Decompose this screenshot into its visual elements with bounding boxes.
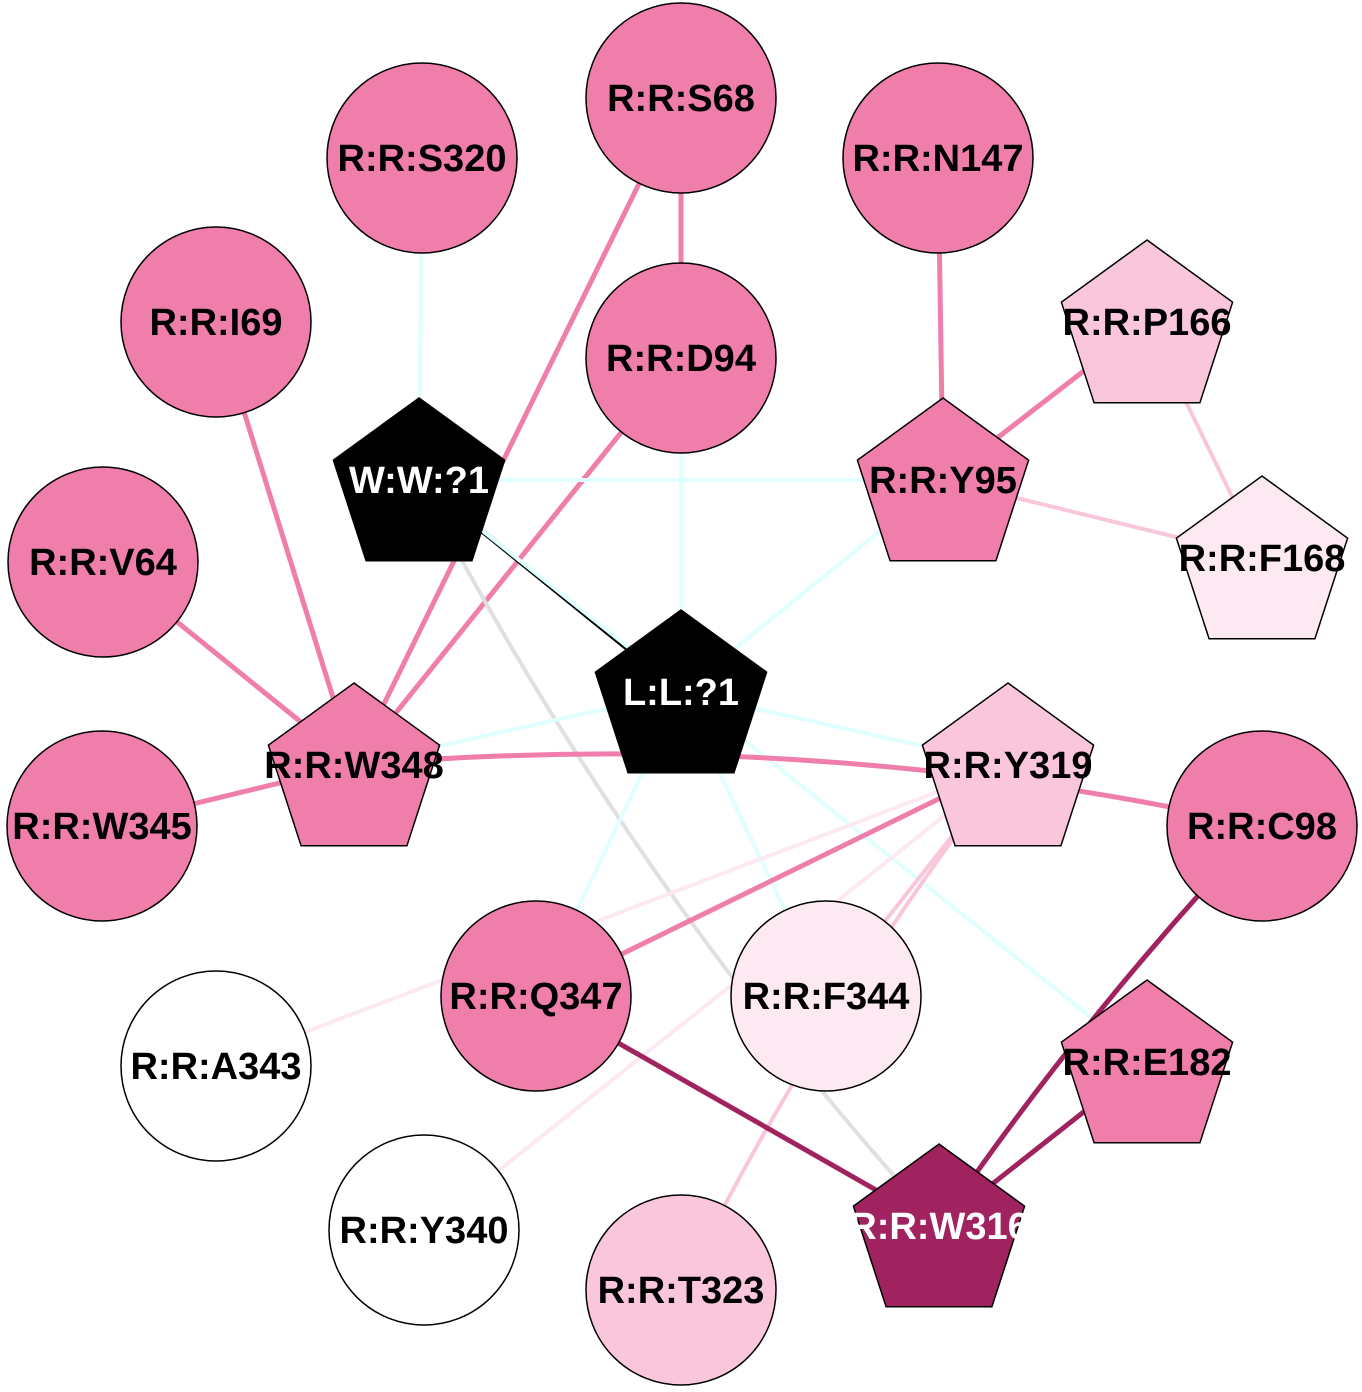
- node-circle-s320: [326, 62, 518, 254]
- node-circle-y340: [328, 1134, 520, 1326]
- node-label-l1: L:L:?1: [623, 672, 739, 714]
- node-label-i69: R:R:I69: [149, 302, 282, 344]
- node-circle-a343: [120, 970, 312, 1162]
- edge-w1-w316: [417, 479, 941, 1228]
- node-label-f344: R:R:F344: [743, 976, 910, 1018]
- node-label-a343: R:R:A343: [130, 1046, 301, 1088]
- node-circle-d94: [585, 262, 777, 454]
- node-p166[interactable]: R:R:P166: [1060, 239, 1234, 404]
- node-label-w1: W:W:?1: [349, 460, 489, 502]
- node-label-d94: R:R:D94: [606, 338, 756, 380]
- node-w316[interactable]: R:R:W316: [849, 1143, 1029, 1308]
- edge-w348-c98: [353, 751, 1263, 829]
- node-pentagon-w316: [852, 1143, 1026, 1308]
- node-circle-i69: [120, 226, 312, 418]
- node-pentagon-y319: [921, 682, 1095, 847]
- node-circle-n147: [842, 62, 1034, 254]
- node-label-s68: R:R:S68: [607, 78, 755, 120]
- node-circle-w345: [6, 730, 198, 922]
- node-pentagon-l1: [594, 609, 768, 774]
- node-label-c98: R:R:C98: [1187, 806, 1337, 848]
- node-v64[interactable]: R:R:V64: [7, 466, 199, 658]
- node-label-s320: R:R:S320: [338, 138, 507, 180]
- node-circle-v64: [7, 466, 199, 658]
- node-label-w345: R:R:W345: [12, 806, 191, 848]
- node-y319[interactable]: R:R:Y319: [921, 682, 1095, 847]
- node-i69[interactable]: R:R:I69: [120, 226, 312, 418]
- node-circle-t323: [585, 1194, 777, 1386]
- edge-w1-e182: [417, 478, 1149, 1064]
- node-label-y340: R:R:Y340: [340, 1210, 509, 1252]
- node-label-f168: R:R:F168: [1179, 538, 1346, 580]
- node-label-y95: R:R:Y95: [869, 460, 1017, 502]
- node-label-w348: R:R:W348: [264, 745, 443, 787]
- node-f344[interactable]: R:R:F344: [730, 900, 922, 1092]
- node-e182[interactable]: R:R:E182: [1060, 979, 1234, 1144]
- node-t323[interactable]: R:R:T323: [585, 1194, 777, 1386]
- edge-s68-w348: [351, 96, 684, 767]
- node-label-q347: R:R:Q347: [449, 976, 622, 1018]
- node-label-e182: R:R:E182: [1063, 1042, 1232, 1084]
- node-s68[interactable]: R:R:S68: [585, 2, 777, 194]
- node-c98[interactable]: R:R:C98: [1166, 730, 1358, 922]
- node-pentagon-p166: [1060, 239, 1234, 404]
- node-l1[interactable]: L:L:?1: [594, 609, 768, 774]
- node-circle-c98: [1166, 730, 1358, 922]
- node-y95[interactable]: R:R:Y95: [856, 397, 1030, 562]
- node-pentagon-w348: [267, 682, 441, 847]
- node-label-w316: R:R:W316: [849, 1206, 1028, 1248]
- node-pentagon-f168: [1175, 475, 1349, 640]
- node-n147[interactable]: R:R:N147: [842, 62, 1034, 254]
- node-label-n147: R:R:N147: [852, 138, 1023, 180]
- node-s320[interactable]: R:R:S320: [326, 62, 518, 254]
- node-pentagon-y95: [856, 397, 1030, 562]
- node-pentagon-e182: [1060, 979, 1234, 1144]
- edge-y319-a343: [215, 763, 1009, 1068]
- node-pentagon-w1: [332, 397, 506, 562]
- edge-y319-y340: [422, 763, 1010, 1232]
- node-q347[interactable]: R:R:Q347: [440, 900, 632, 1092]
- node-label-v64: R:R:V64: [29, 542, 177, 584]
- node-w1[interactable]: W:W:?1: [332, 397, 506, 562]
- node-circle-s68: [585, 2, 777, 194]
- node-f168[interactable]: R:R:F168: [1175, 475, 1349, 640]
- node-w345[interactable]: R:R:W345: [6, 730, 198, 922]
- node-circle-q347: [440, 900, 632, 1092]
- node-label-y319: R:R:Y319: [924, 745, 1093, 787]
- node-circle-f344: [730, 900, 922, 1092]
- node-w348[interactable]: R:R:W348: [264, 682, 444, 847]
- node-label-t323: R:R:T323: [598, 1270, 765, 1312]
- node-label-p166: R:R:P166: [1063, 302, 1232, 344]
- node-a343[interactable]: R:R:A343: [120, 970, 312, 1162]
- node-d94[interactable]: R:R:D94: [585, 262, 777, 454]
- node-y340[interactable]: R:R:Y340: [328, 1134, 520, 1326]
